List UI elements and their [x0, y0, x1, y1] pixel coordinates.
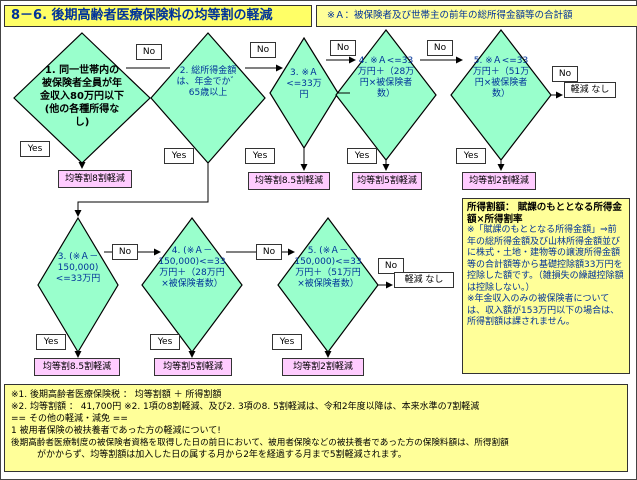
- yes-label-3: Yes: [245, 148, 275, 164]
- decision-r2-3: [37, 216, 119, 354]
- footer-line-1: ※1. 後期高齢者医療保険税 ： 均等割額 ＋ 所得割額: [11, 390, 222, 400]
- decision-r2-4-text: 4. (※Ａ－150,000)<=33万円＋（28万円×被保険者数）: [158, 246, 226, 289]
- no-label-2: No: [250, 42, 276, 58]
- result-r2-85-reduction: 均等割8.5割軽減: [34, 358, 120, 376]
- footer-line-2: ※2. 均等割額 ： 41,700円 ※2. 1項の8割軽減、及び2. 3項の8…: [11, 402, 480, 412]
- decision-4-text: 4. ※Ａ<=33万円＋（28万円×被保険者数）: [357, 56, 415, 99]
- decision-1-text: 1. 同一世帯内の被保険者全員が年金収入80万円以下(他の各種所得なし): [40, 65, 124, 128]
- note-a-definition: ※Ａ：被保険者及び世帯主の前年の総所得金額等の合計額: [316, 5, 637, 27]
- no-label-4: No: [427, 40, 453, 56]
- yes-label-2: Yes: [164, 148, 194, 164]
- yes-label-r2-3: Yes: [36, 334, 66, 350]
- yes-label-r2-4: Yes: [150, 334, 180, 350]
- yes-label-1: Yes: [20, 141, 50, 157]
- no-label-r2-4: No: [256, 244, 282, 260]
- no-reduction-1: 軽減 なし: [564, 82, 616, 98]
- no-label-r2-5: No: [378, 258, 404, 274]
- result-5-reduction: 均等割5割軽減: [352, 172, 422, 190]
- decision-5-text: 5. ※Ａ<=33万円＋（51万円×被保険者数）: [472, 56, 530, 99]
- pension-only-note: ※年金収入のみの被保険者については、収入額が153万円以下の場合は、所得割額は課…: [467, 294, 620, 327]
- result-8-reduction: 均等割8割軽減: [58, 170, 132, 188]
- yes-label-r2-5: Yes: [272, 334, 302, 350]
- income-levy-definition: ※「賦課のもととなる所得金額」⇒前年の総所得金額及び山林所得金額並びに株式・土地…: [467, 225, 624, 293]
- decision-3-text: 3. ※Ａ<=33万円: [286, 68, 322, 100]
- yes-label-5: Yes: [456, 148, 486, 164]
- yes-label-4: Yes: [347, 148, 377, 164]
- income-levy-heading: 所得割額： 賦課のもととなる所得金額×所得割率: [467, 202, 622, 225]
- decision-r2-3-text: 3. (※Ａ－150,000)<=33万円: [55, 252, 101, 284]
- footer-line-6: がかからず、均等割額は加入した日の属する月から2年を経過する月まで5割軽減されま…: [37, 450, 407, 460]
- result-85-reduction: 均等割8.5割軽減: [248, 172, 330, 190]
- no-label-r2-3: No: [112, 244, 138, 260]
- footer-line-4: 1 被用者保険の被扶養者であった方の軽減について!: [11, 426, 221, 436]
- no-label-1: No: [136, 44, 162, 60]
- decision-2-text: 2. 総所得金額は、年金でか゛65歳以上: [176, 66, 240, 98]
- footer-line-5: 後期高齢者医療制度の被保険者資格を取得した日の前日において、被用者保険などの被扶…: [11, 438, 509, 448]
- income-levy-note: 所得割額： 賦課のもととなる所得金額×所得割率 ※「賦課のもととなる所得金額」⇒…: [462, 198, 630, 374]
- no-reduction-2: 軽減 なし: [394, 272, 454, 288]
- result-r2-2-reduction: 均等割2割軽減: [282, 358, 364, 376]
- result-r2-5-reduction: 均等割5割軽減: [154, 358, 232, 376]
- footer-notes: ※1. 後期高齢者医療保険税 ： 均等割額 ＋ 所得割額 ※2. 均等割額 ： …: [4, 384, 628, 472]
- no-label-3: No: [330, 40, 356, 56]
- decision-r2-5-text: 5. (※Ａ－150,000)<=33万円＋（51万円×被保険者数）: [294, 246, 362, 289]
- result-2-reduction: 均等割2割軽減: [462, 172, 536, 190]
- footer-line-3: == その他の軽減・減免 ==: [11, 414, 128, 424]
- page-title: 8－6. 後期高齢者医療保険料の均等割の軽減: [4, 5, 312, 27]
- no-label-5: No: [552, 66, 578, 82]
